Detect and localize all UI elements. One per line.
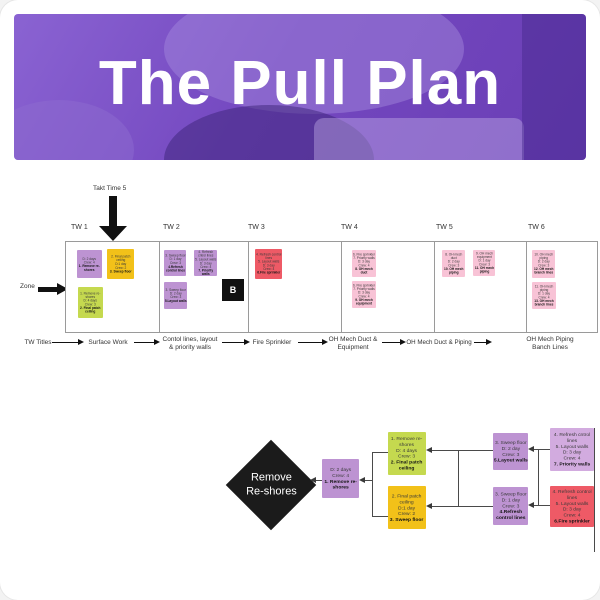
connector-line bbox=[372, 452, 373, 517]
takt-down-arrow-head bbox=[99, 226, 127, 241]
flow-arrow bbox=[52, 338, 84, 345]
flow-arrow bbox=[134, 338, 160, 345]
connector-line bbox=[372, 452, 388, 453]
column-header-tw1: TW 1 bbox=[71, 224, 88, 231]
diamond-label: Remove Re-shores bbox=[245, 471, 297, 497]
connector-line bbox=[594, 428, 595, 552]
flow-label-fire-sprinkler: Fire Sprinkler bbox=[252, 339, 292, 346]
column-divider bbox=[341, 242, 342, 332]
column-divider bbox=[434, 242, 435, 332]
column-header-tw2: TW 2 bbox=[163, 224, 180, 231]
column-divider bbox=[248, 242, 249, 332]
flow-label-control-lines: Contol lines, layout & priority walls bbox=[162, 336, 218, 351]
connector-line bbox=[432, 506, 493, 507]
connector-line bbox=[538, 449, 539, 506]
flow-label-tw-titles: TW Titles bbox=[24, 339, 52, 346]
connector-arrowhead bbox=[528, 446, 534, 452]
flow-label-surface-work: Surface Work bbox=[88, 339, 128, 346]
page-title: The Pull Plan bbox=[98, 49, 502, 118]
b-marker-tile[interactable]: B bbox=[222, 279, 244, 301]
takt-down-arrow bbox=[109, 196, 117, 226]
column-header-tw3: TW 3 bbox=[248, 224, 265, 231]
connector-arrowhead bbox=[310, 477, 316, 483]
flow-arrow bbox=[382, 338, 406, 345]
column-header-tw5: TW 5 bbox=[436, 224, 453, 231]
flow-arrow bbox=[474, 338, 492, 345]
connector-arrowhead bbox=[426, 447, 432, 453]
takt-board-grid bbox=[65, 241, 598, 333]
connector-arrowhead bbox=[359, 477, 365, 483]
column-header-tw4: TW 4 bbox=[341, 224, 358, 231]
takt-time-label: Takt Time 5 bbox=[93, 185, 127, 192]
zone-right-arrow-head bbox=[57, 283, 68, 295]
connector-line bbox=[316, 480, 322, 481]
flow-label-oh-mech-piping-branch: OH Mech Piping Banch Lines bbox=[526, 336, 574, 351]
connector-arrowhead bbox=[426, 503, 432, 509]
flow-label-oh-mech-duct-equipment: OH Mech Duct & Equipment bbox=[328, 336, 378, 351]
remove-reshores-diamond[interactable]: Remove Re-shores bbox=[225, 439, 317, 531]
column-header-tw6: TW 6 bbox=[528, 224, 545, 231]
connector-line bbox=[432, 450, 493, 451]
flow-label-oh-mech-duct-piping: OH Mech Duct & Piping bbox=[406, 339, 472, 346]
banner-photo-overlay bbox=[314, 118, 524, 160]
banner-photo-overlay bbox=[522, 14, 586, 160]
connector-line bbox=[534, 449, 550, 450]
connector-line bbox=[458, 450, 459, 507]
zone-right-arrow bbox=[38, 287, 57, 292]
connector-line bbox=[365, 480, 372, 481]
connector-line bbox=[372, 516, 388, 517]
flow-arrow bbox=[298, 338, 328, 345]
title-banner: The Pull Plan bbox=[14, 14, 586, 160]
connector-line bbox=[534, 505, 550, 506]
column-divider bbox=[526, 242, 527, 332]
column-divider bbox=[159, 242, 160, 332]
flow-arrow bbox=[222, 338, 250, 345]
zone-label: Zone bbox=[20, 283, 35, 290]
connector-arrowhead bbox=[528, 502, 534, 508]
